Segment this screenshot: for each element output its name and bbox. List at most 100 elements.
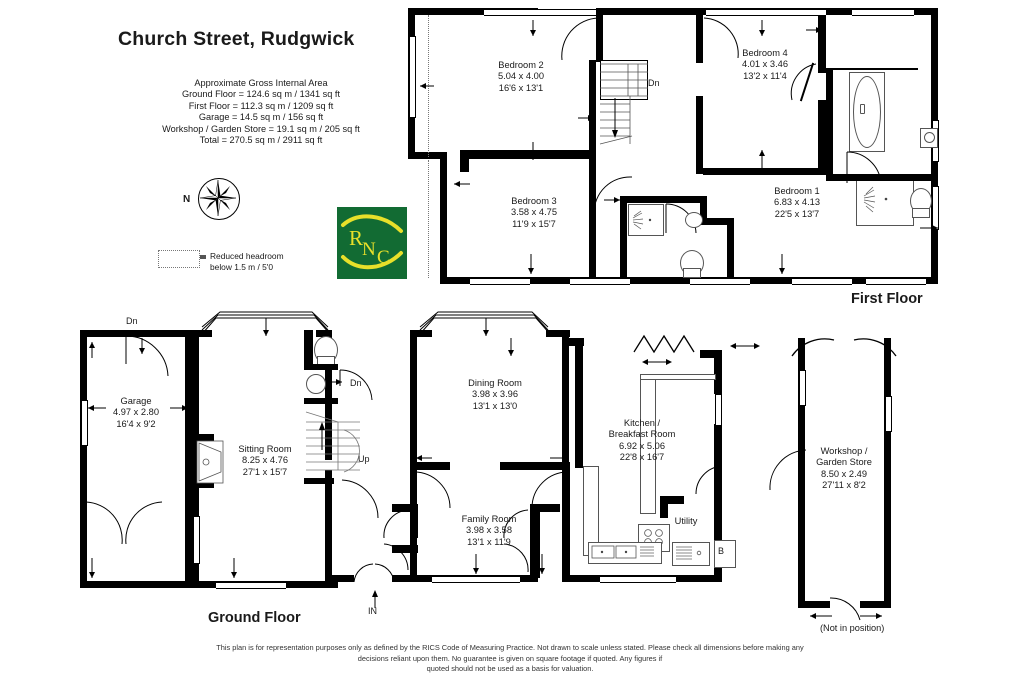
window [866, 278, 926, 285]
wall [660, 496, 668, 518]
wall [460, 150, 596, 159]
dimension-arrow [416, 455, 432, 461]
wall [80, 330, 87, 588]
dimension-arrow [810, 613, 832, 619]
dimension-arrow [139, 338, 145, 354]
entrance-double-door [353, 563, 395, 583]
dimension-arrow [473, 554, 479, 574]
window [799, 370, 806, 406]
area-workshop: Workshop / Garden Store = 19.1 sq m / 20… [162, 123, 360, 134]
wall [714, 424, 722, 464]
window [432, 576, 520, 583]
wall [589, 62, 596, 172]
disclaimer-line-1: This plan is for representation purposes… [216, 643, 804, 652]
wall [562, 330, 569, 468]
dimension-arrow [759, 20, 765, 36]
room-dim-metric: 8.50 x 2.49 [820, 468, 867, 479]
door-swing-garage-dn [125, 335, 169, 377]
stair-direction-dn-first: Dn [648, 78, 660, 88]
room-dim-metric: 5.04 x 4.00 [497, 71, 544, 82]
room-dim-metric: 4.97 x 2.80 [112, 407, 159, 418]
door-swing-bedroom2 [561, 17, 599, 61]
wall [392, 545, 418, 553]
boiler-label: B [718, 546, 725, 556]
room-label-sitting: Sitting Room 8.25 x 4.76 27'1 x 15'7 [206, 444, 324, 478]
stair-direction-dn-hall: Dn [350, 378, 362, 388]
door-swing-family3 [503, 509, 529, 539]
dimension-arrow [920, 225, 938, 231]
entrance-in-label: IN [368, 606, 377, 616]
window [409, 36, 416, 118]
door-swing-hall [341, 479, 379, 519]
room-dim-metric: 3.58 x 4.75 [510, 207, 557, 218]
sink-bowls-icon [591, 545, 654, 559]
stair-direction-up: Up [358, 454, 370, 464]
wall [798, 601, 830, 608]
shower-enclosure [856, 178, 914, 226]
window [766, 9, 826, 16]
reduced-headroom-legend: Reduced headroom below 1.5 m / 5'0 [210, 251, 284, 272]
bifold-doors-icon [633, 334, 695, 354]
room-dim-imperial: 27'1 x 15'7 [242, 466, 288, 477]
dimension-arrow [454, 181, 470, 187]
reduced-headroom-line1: Reduced headroom [210, 251, 284, 261]
wall [666, 196, 706, 203]
room-name-line1: Kitchen / [623, 418, 661, 428]
wall [304, 478, 334, 484]
dimension-arrow [642, 359, 672, 365]
wall [700, 350, 722, 358]
wall [440, 277, 938, 284]
room-dim-imperial: 11'9 x 15'7 [512, 218, 556, 229]
wall [826, 68, 833, 174]
dimension-arrow [604, 197, 620, 203]
dimension-arrow [88, 405, 106, 411]
ground-floor-label: Ground Floor [208, 610, 301, 626]
dimension-arrow [550, 455, 568, 461]
stair-direction-dn-garage: Dn [126, 316, 138, 326]
dimension-arrow [779, 254, 785, 274]
dimension-arrow [530, 142, 536, 160]
disclaimer-line-2: decisions reliant upon them. No guarante… [357, 653, 663, 663]
wall [696, 96, 703, 174]
room-name-line2: Garden Store [816, 457, 872, 468]
door-swing-family4 [503, 543, 529, 573]
door-swing-bedroom3 [593, 176, 633, 214]
door-swing-workshop [769, 449, 807, 491]
disclaimer: This plan is for representation purposes… [0, 643, 1020, 675]
room-label-bedroom4: Bedroom 4 4.01 x 3.46 13'2 x 11'4 [712, 48, 818, 82]
door-swing-workshop-bottom [829, 597, 861, 621]
room-label-utility: Utility [658, 516, 714, 527]
wall [798, 338, 805, 608]
room-dim-metric: 3.98 x 3.96 [471, 389, 518, 400]
bathtub-inner [853, 76, 881, 148]
dimension-arrow [263, 318, 269, 336]
door-swing-family2 [383, 543, 409, 571]
door-swing-dining2 [531, 471, 569, 509]
wall [311, 330, 313, 364]
boiler-fixture [714, 540, 736, 568]
room-label-bedroom2: Bedroom 2 5.04 x 4.00 16'6 x 13'1 [466, 60, 576, 94]
wall [884, 338, 891, 608]
wall [185, 330, 192, 588]
wall [860, 601, 891, 608]
rnc-logo: R N C [337, 207, 407, 279]
room-dim-metric: 6.83 x 4.13 [773, 197, 820, 208]
bay-window-dining [419, 311, 551, 335]
door-swing-family [383, 509, 409, 539]
window [193, 516, 200, 564]
wall [410, 462, 450, 470]
wall [714, 350, 722, 394]
door-swing-garage-side [85, 501, 123, 545]
room-name: Garage [120, 396, 152, 406]
reduced-headroom-dash-icon [200, 255, 206, 259]
wall [80, 330, 192, 337]
room-label-dining: Dining Room 3.98 x 3.96 13'1 x 13'0 [442, 378, 548, 412]
dimension-arrow [326, 379, 342, 385]
room-name: Family Room [461, 514, 517, 524]
basin-fixture [306, 374, 326, 394]
window [470, 278, 530, 285]
wall [316, 330, 332, 337]
entrance-arrow-icon [372, 590, 378, 608]
wall [727, 218, 734, 278]
